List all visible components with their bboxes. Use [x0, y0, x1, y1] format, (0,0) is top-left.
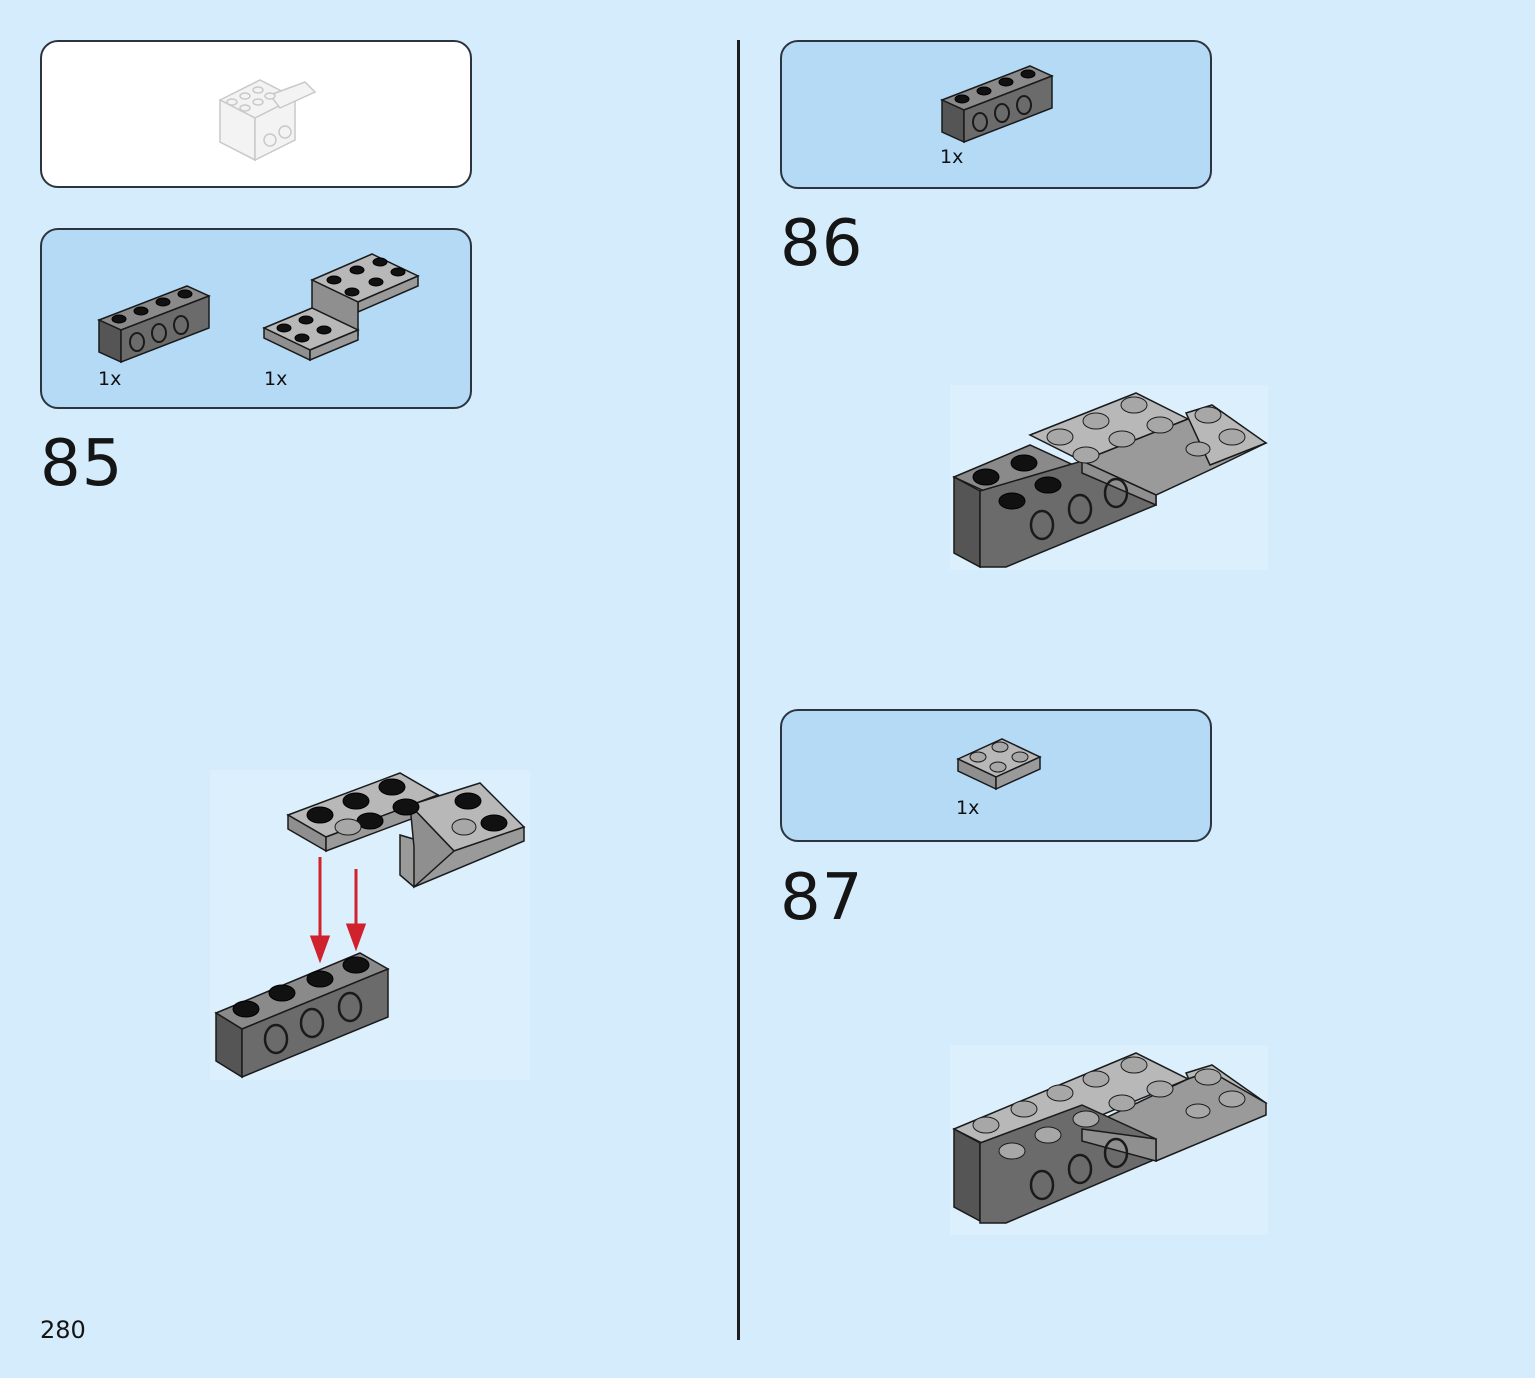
parts-panel-step-86: 1x [780, 40, 1212, 189]
bracket-light-gray-icon [262, 253, 420, 362]
assembly-step-86-icon [952, 392, 1268, 569]
part-quantity: 1x [264, 368, 288, 390]
technic-brick-1x4-dark-gray-icon [97, 285, 211, 364]
parts-panel-step-85: 1x 1x [40, 228, 472, 409]
assembly-arrows-icon [214, 772, 526, 1079]
parts-panel-step-87: 1x [780, 709, 1212, 842]
page-number: 280 [40, 1316, 86, 1344]
plate-2x2-light-gray-icon [956, 738, 1042, 791]
part-quantity: 1x [940, 146, 964, 168]
part-quantity: 1x [98, 368, 122, 390]
part-quantity: 1x [956, 797, 980, 819]
model-preview-panel [40, 40, 472, 188]
step-number: 86 [780, 207, 864, 281]
technic-brick-1x4-dark-gray-icon [940, 65, 1054, 144]
column-divider [737, 40, 740, 1340]
model-preview-icon [218, 79, 317, 162]
assembly-step-87-icon [952, 1052, 1268, 1224]
step-number: 85 [40, 427, 124, 501]
step-number: 87 [780, 861, 864, 935]
